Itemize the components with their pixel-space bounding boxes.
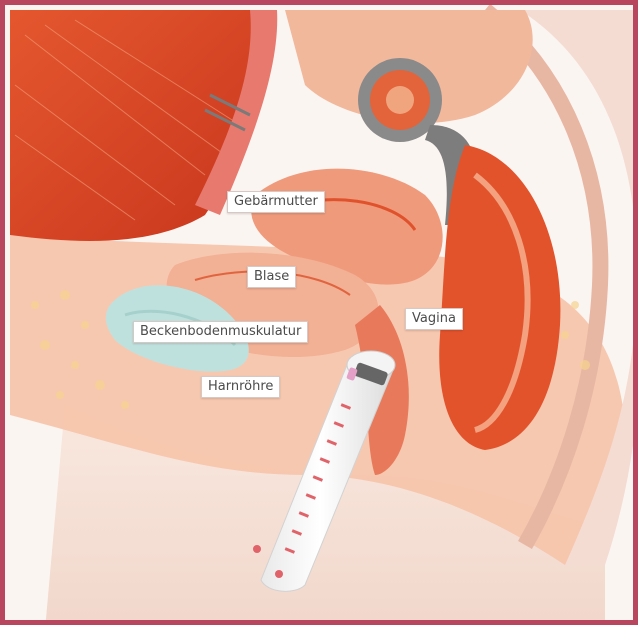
label-urethra: Harnröhre [201, 376, 280, 398]
label-uterus: Gebärmutter [227, 191, 325, 213]
label-bladder: Blase [247, 266, 296, 288]
label-vagina: Vagina [405, 308, 463, 330]
label-pelvic-floor: Beckenbodenmuskulatur [133, 321, 308, 343]
anatomy-illustration [5, 5, 638, 625]
colon-lumen [386, 86, 414, 114]
